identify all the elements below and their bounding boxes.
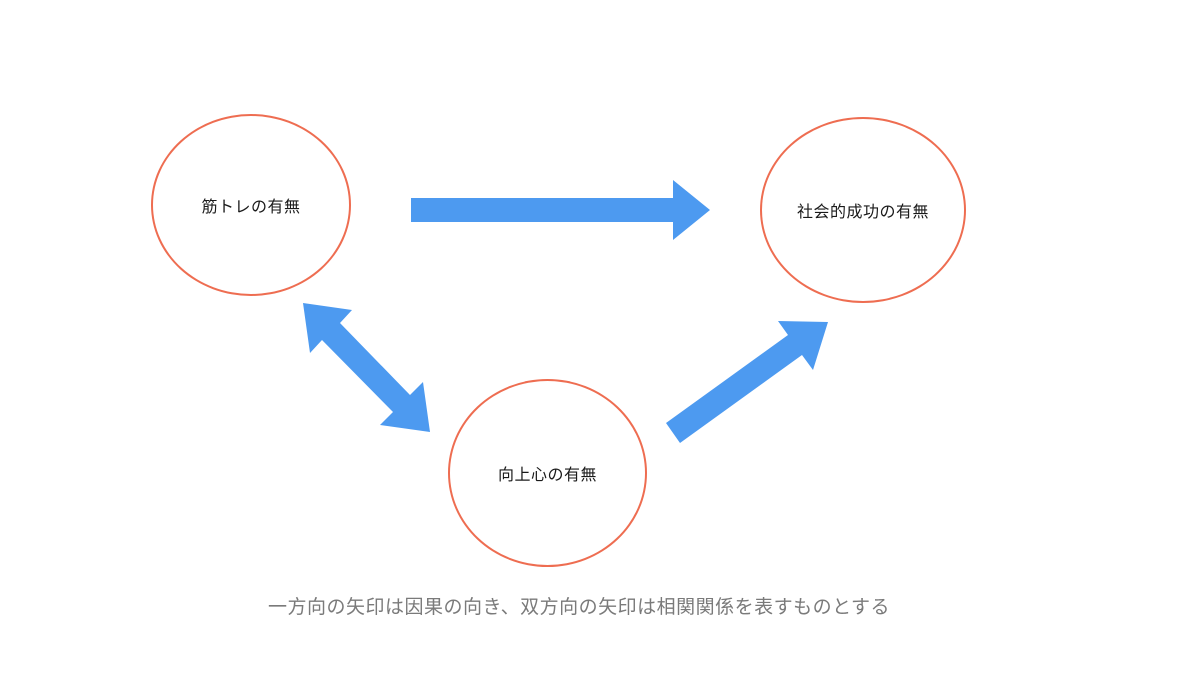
node-ambition-label: 向上心の有無 xyxy=(497,467,597,484)
node-ambition: 向上心の有無 xyxy=(448,379,647,567)
node-muscle-training: 筋トレの有無 xyxy=(151,114,351,296)
node-muscle-training-label: 筋トレの有無 xyxy=(201,199,301,216)
arrow-muscle-ambition-bidirectional xyxy=(303,303,430,432)
node-social-success: 社会的成功の有無 xyxy=(760,117,966,303)
node-social-success-label: 社会的成功の有無 xyxy=(796,204,929,221)
diagram-caption: 一方向の矢印は因果の向き、双方向の矢印は相関関係を表すものとする xyxy=(267,597,891,618)
arrow-ambition-to-success xyxy=(666,321,828,443)
arrow-muscle-to-success xyxy=(411,180,710,240)
